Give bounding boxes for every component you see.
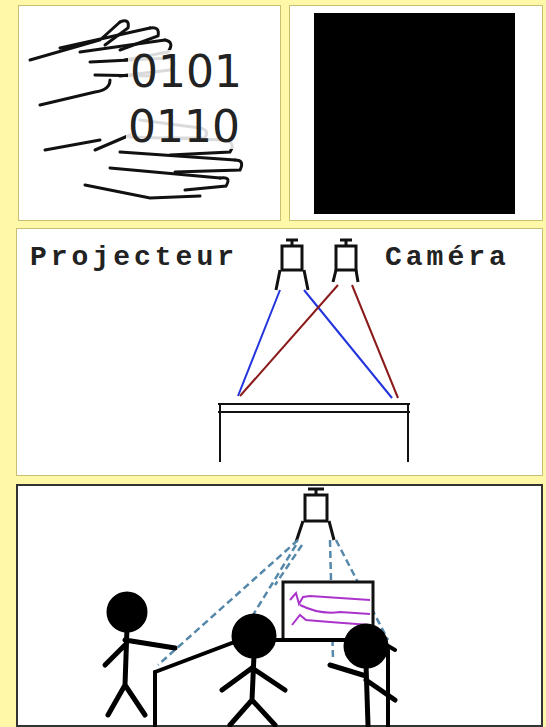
ceiling-projector [296,489,334,542]
stick-figures [105,594,395,725]
binary-code: 0101 [128,50,244,94]
device-label: Projecteur [30,244,238,272]
devices [276,240,358,290]
table [218,404,410,462]
rays [238,285,398,398]
device-label: Caméra [385,244,510,272]
projection-rays [158,540,388,665]
binary-code: 0110 [126,105,242,149]
hands [30,21,242,198]
panel [16,484,543,727]
black-square [314,13,515,214]
